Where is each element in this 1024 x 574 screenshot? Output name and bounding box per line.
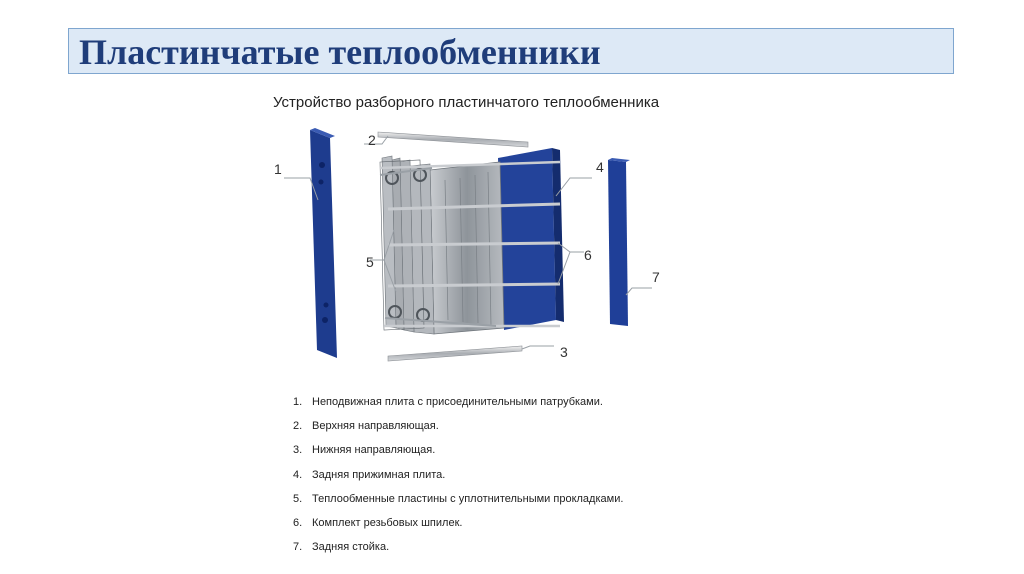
rear-pressure-plate	[498, 148, 564, 330]
leader-lines	[284, 135, 652, 350]
page-title: Пластинчатые теплообменники	[79, 32, 601, 72]
callout-2: 2	[368, 132, 376, 148]
title-banner: Пластинчатые теплообменники	[68, 28, 954, 74]
callout-5: 5	[366, 254, 374, 270]
legend-item: 1.Неподвижная плита с присоединительными…	[293, 396, 603, 408]
diagram-subtitle: Устройство разборного пластинчатого тепл…	[273, 94, 660, 111]
parts-legend: 1.Неподвижная плита с присоединительными…	[293, 394, 623, 563]
legend-item: 6.Комплект резьбовых шпилек.	[293, 516, 463, 529]
lower-guide-bar	[387, 345, 523, 362]
threaded-studs	[379, 160, 561, 328]
upper-guide-bar	[377, 131, 529, 148]
rear-support-column	[608, 158, 630, 326]
legend-item: 4.Задняя прижимная плита.	[293, 468, 446, 481]
callout-3: 3	[560, 344, 568, 360]
callout-4: 4	[596, 159, 604, 175]
heat-exchanger-diagram: 1 2 3 4 5 6 7	[274, 128, 660, 362]
legend-item: 3.Нижняя направляющая.	[293, 444, 436, 457]
callout-7: 7	[652, 269, 660, 285]
legend-item: 2.Верхняя направляющая.	[293, 420, 439, 433]
callout-6: 6	[584, 247, 592, 263]
legend-item: 5.Теплообменные пластины с уплотнительны…	[293, 492, 624, 505]
callout-1: 1	[274, 161, 282, 177]
legend-item: 7.Задняя стойка.	[293, 541, 390, 554]
fixed-plate	[310, 128, 337, 358]
